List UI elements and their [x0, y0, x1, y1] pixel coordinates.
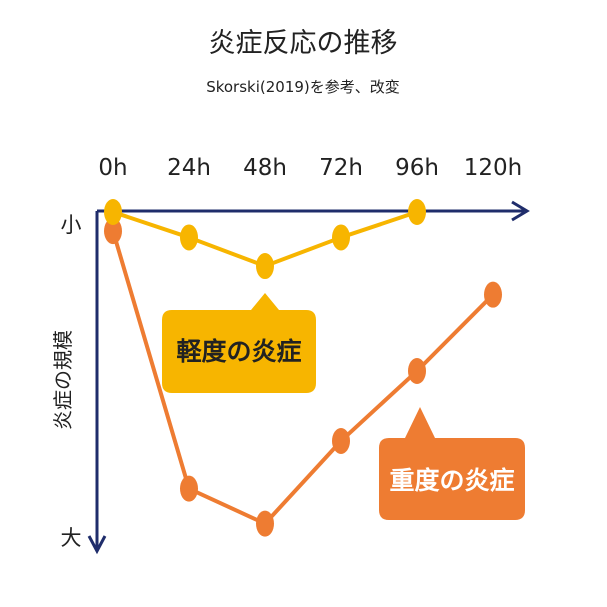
- x-tick-label: 96h: [395, 155, 439, 181]
- x-tick-label: 48h: [243, 155, 287, 181]
- data-point: [256, 510, 274, 537]
- x-tick-label: 24h: [167, 155, 211, 181]
- y-axis-top-label: 小: [61, 213, 82, 237]
- x-tick-label: 120h: [464, 155, 522, 181]
- series-1: [104, 218, 502, 537]
- data-point: [104, 218, 122, 245]
- data-point: [256, 253, 274, 280]
- x-tick-label: 72h: [319, 155, 363, 181]
- y-axis-arrowhead: [87, 535, 107, 555]
- data-point: [180, 224, 198, 251]
- data-point: [332, 427, 350, 454]
- x-tick-labels: 0h 24h 48h 72h 96h 120h: [98, 155, 522, 181]
- callout-severe: 重度の炎症: [379, 407, 525, 520]
- data-point: [180, 475, 198, 502]
- callout-mild-label: 軽度の炎症: [176, 337, 301, 366]
- callout-mild-box: [162, 293, 316, 393]
- callout-mild: 軽度の炎症: [162, 293, 316, 393]
- y-axis-title: 炎症の規模: [51, 330, 75, 430]
- data-point: [408, 358, 426, 384]
- y-axis-bottom-label: 大: [61, 526, 82, 550]
- callout-severe-label: 重度の炎症: [389, 466, 514, 495]
- data-point: [408, 199, 426, 225]
- data-point: [332, 224, 350, 251]
- series-0: [104, 199, 426, 280]
- x-tick-label: 0h: [98, 155, 127, 181]
- chart-subtitle: Skorski(2019)を参考、改変: [206, 78, 400, 96]
- x-axis-arrowhead: [511, 200, 530, 222]
- data-point: [104, 199, 122, 225]
- series-line: [111, 230, 495, 526]
- callout-severe-box: [379, 407, 525, 520]
- series-layer: [104, 199, 502, 537]
- data-point: [484, 281, 502, 308]
- chart-title: 炎症反応の推移: [209, 28, 398, 59]
